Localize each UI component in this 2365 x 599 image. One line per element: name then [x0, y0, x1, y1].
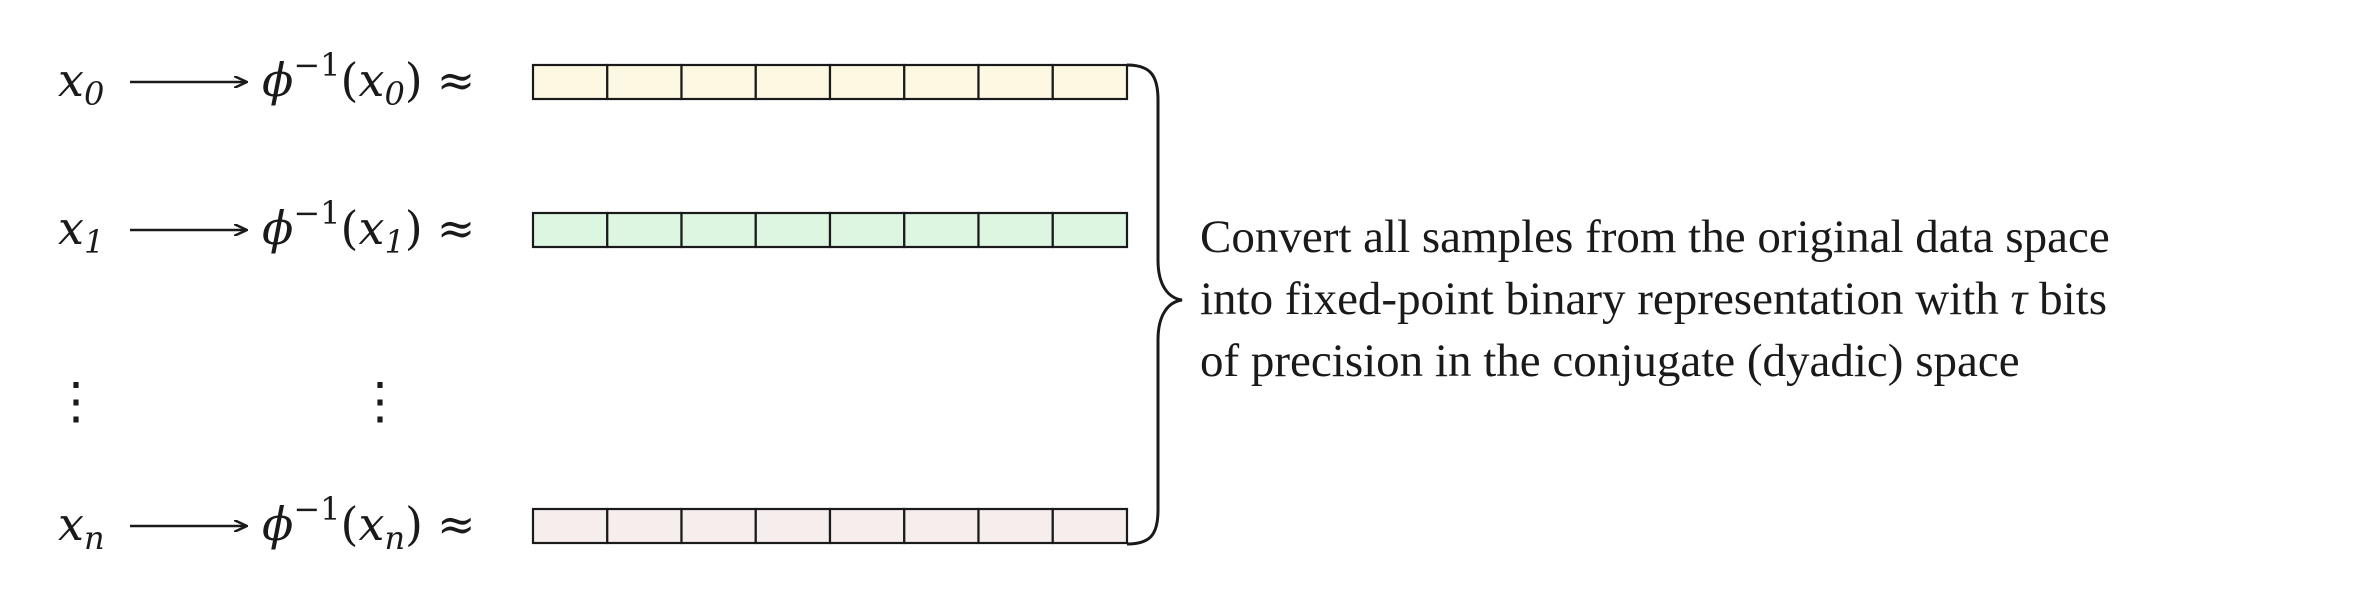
bit-cell: [680, 211, 757, 249]
bit-cell: [1051, 63, 1129, 101]
bit-cell: [531, 211, 609, 249]
inverse-map-expression: ϕ−1(x1)≈: [262, 194, 475, 261]
bit-cell: [977, 211, 1054, 249]
bit-cell: [828, 63, 906, 101]
input-ellipsis: ⋮: [51, 372, 101, 430]
bit-cell: [828, 211, 906, 249]
bit-cell: [903, 507, 980, 545]
bit-cell: [977, 63, 1054, 101]
row-1: x1 ϕ−1(x1)≈: [58, 194, 1129, 261]
bit-cell: [754, 63, 832, 101]
bit-cell: [1051, 507, 1129, 545]
bit-cell: [754, 507, 832, 545]
input-variable: x0: [58, 53, 104, 113]
bit-cell: [754, 211, 832, 249]
caption-line-3: of precision in the conjugate (dyadic) s…: [1200, 335, 2020, 387]
bit-cell: [606, 63, 683, 101]
caption-line-2-tail: bits: [2027, 273, 2108, 325]
input-variable: x1: [58, 201, 104, 261]
row-n: xn ϕ−1(xn)≈: [58, 490, 1129, 557]
caption-line-2-text: into fixed-point binary representation w…: [1200, 273, 2011, 325]
input-variable: xn: [58, 497, 105, 557]
inverse-map-expression: ϕ−1(x0)≈: [262, 46, 475, 113]
bit-cell: [531, 507, 609, 545]
bit-cell: [606, 507, 683, 545]
binary-register: [531, 63, 1129, 101]
binary-register: [531, 507, 1129, 545]
bit-cell: [606, 211, 683, 249]
map-ellipsis: ⋮: [355, 372, 405, 430]
binary-register: [531, 211, 1129, 249]
caption: Convert all samples from the original da…: [1200, 206, 2350, 392]
inverse-map-expression: ϕ−1(xn)≈: [262, 490, 476, 557]
bit-cell: [531, 63, 609, 101]
row-0: x0 ϕ−1(x0)≈: [58, 46, 1129, 113]
bit-cell: [903, 211, 980, 249]
caption-line-2: into fixed-point binary representation w…: [1200, 268, 2350, 330]
bit-cell: [903, 63, 980, 101]
tau-symbol: τ: [2010, 273, 2028, 325]
bit-cell: [977, 507, 1054, 545]
bit-cell: [680, 507, 757, 545]
bit-cell: [680, 63, 757, 101]
bit-cell: [1051, 211, 1129, 249]
caption-line-1: Convert all samples from the original da…: [1200, 211, 2110, 263]
bit-cell: [828, 507, 906, 545]
right-brace: [1126, 63, 1183, 546]
